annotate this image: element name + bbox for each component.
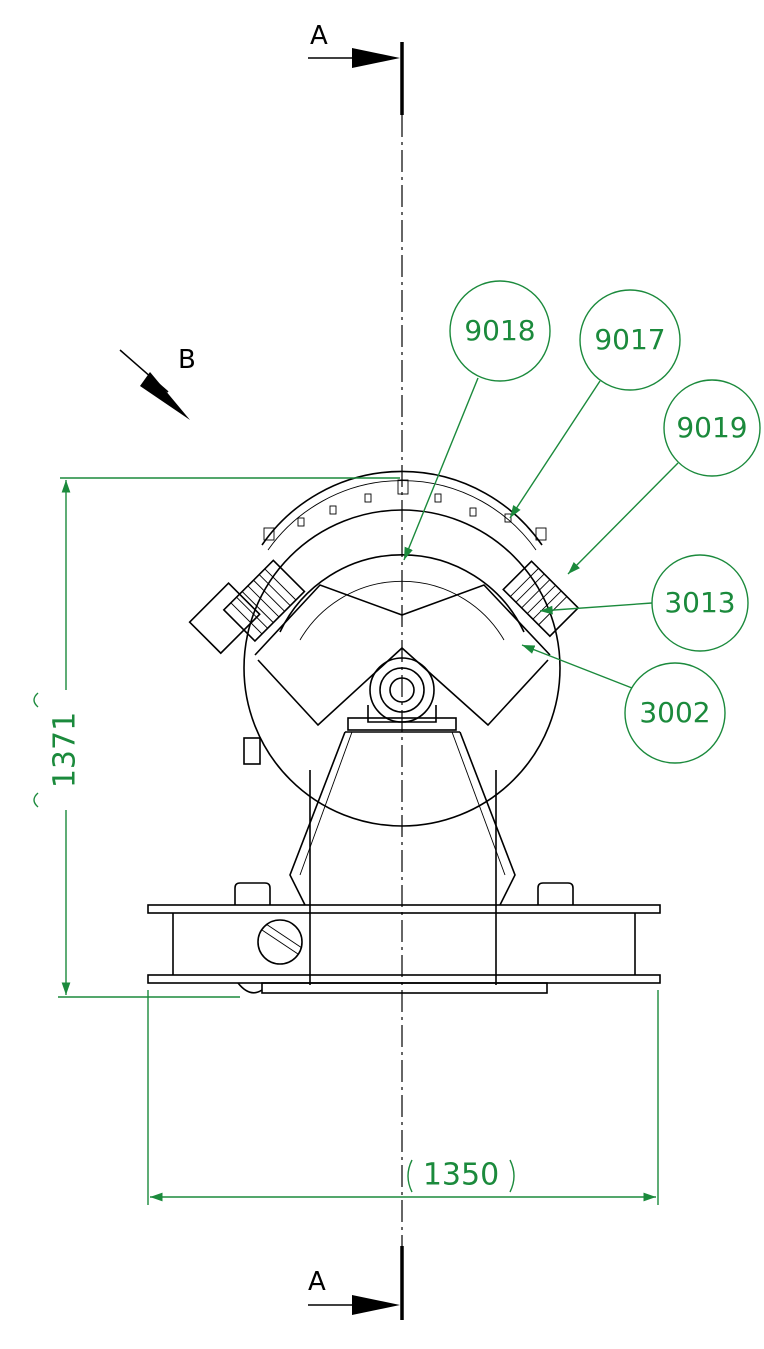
drum-assembly [188,470,580,827]
balloon-9017-label: 9017 [594,323,665,356]
balloon-3013: 3013 [539,554,749,652]
section-mark-bottom: A [308,1246,404,1320]
dimension-width-label: 1350 [423,1158,499,1193]
section-mark-top: A [308,21,404,115]
view-arrow-b: B [119,345,196,420]
section-label-top: A [310,21,328,51]
dimension-width: 1350 [147,990,659,1205]
dimension-height-label: 1371 [48,712,83,788]
support-column [289,731,516,985]
base-frame [147,882,661,994]
balloon-9019: 9019 [567,379,761,575]
balloon-3013-label: 3013 [664,586,735,619]
balloon-9018: 9018 [403,280,551,561]
balloon-9017: 9017 [509,289,681,519]
balloon-9019-label: 9019 [676,411,747,444]
section-label-bottom: A [308,1267,326,1297]
dimension-height: 1371 [30,477,400,998]
balloon-9018-label: 9018 [464,314,535,347]
balloon-3002-label: 3002 [639,696,710,729]
balloon-3002: 3002 [521,644,726,764]
view-label-b: B [178,345,196,375]
